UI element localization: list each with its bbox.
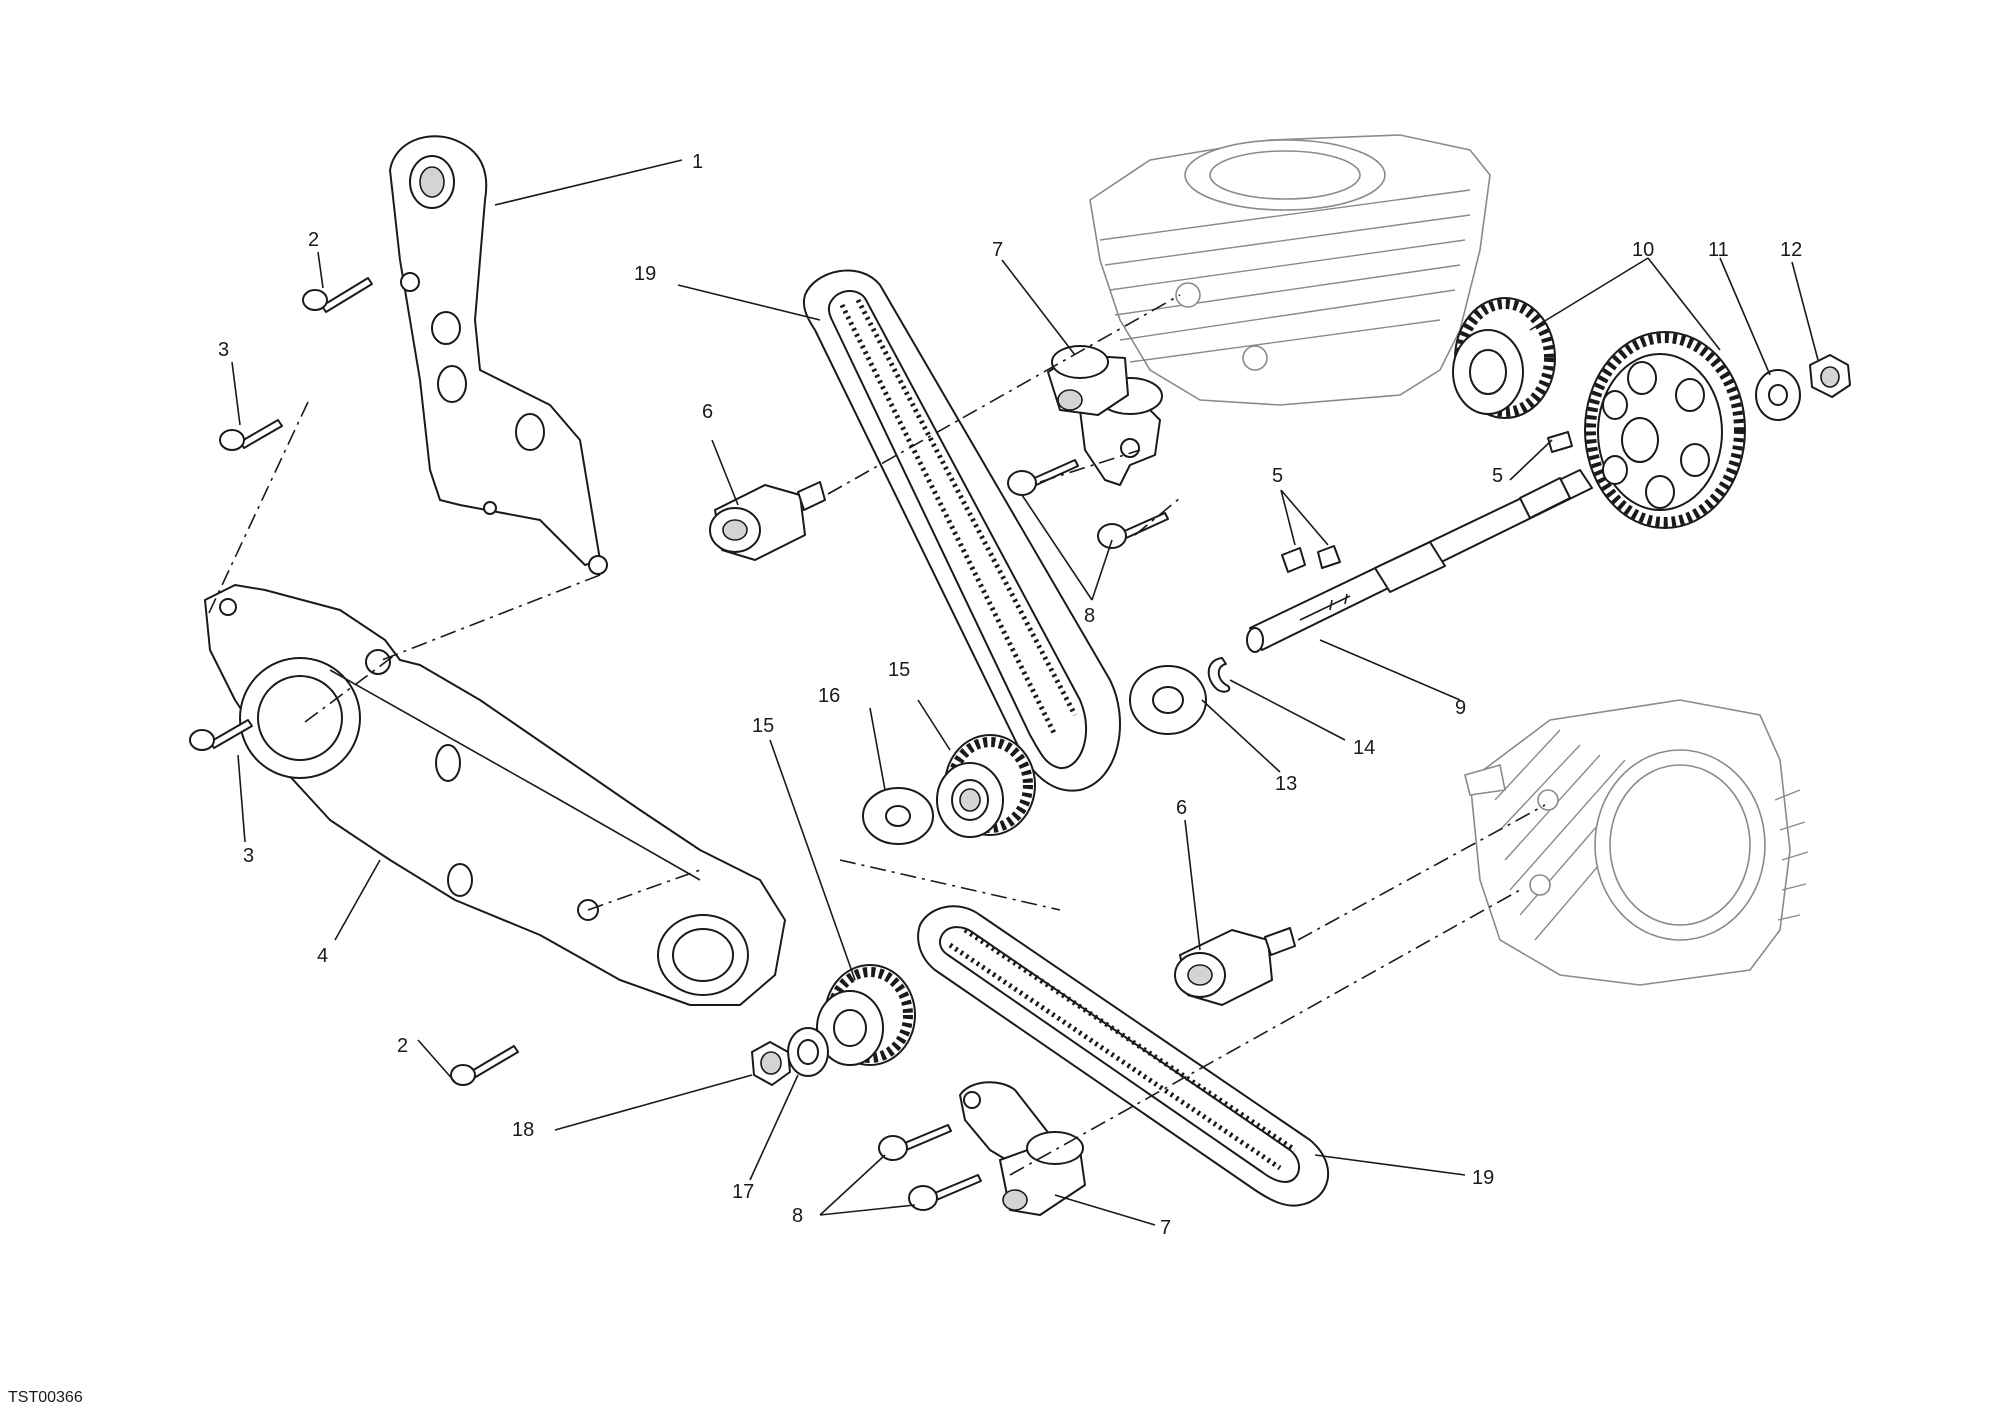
spacer-6-top <box>709 481 826 561</box>
screw-2-top <box>302 277 373 313</box>
washer-17 <box>787 1027 829 1077</box>
callout-7-bottom: 7 <box>1160 1217 1171 1239</box>
screw-8-top-a <box>1007 459 1079 496</box>
circlip-14 <box>1207 657 1231 693</box>
callout-5-right: 5 <box>1492 465 1503 487</box>
spacer-6-bottom <box>1174 927 1296 1006</box>
callout-3-bottom: 3 <box>243 845 254 867</box>
callout-7-top: 7 <box>992 239 1003 261</box>
leader-lines <box>231 159 1819 1226</box>
nut-18 <box>751 1041 791 1086</box>
spacer-13 <box>1129 665 1207 735</box>
callout-1: 1 <box>692 151 703 173</box>
pulley-15-bottom <box>816 964 916 1066</box>
screw-3-bottom <box>189 719 253 751</box>
gear-10-small <box>1452 297 1556 419</box>
callout-2-bottom: 2 <box>397 1035 408 1057</box>
screw-2-bottom <box>450 1045 519 1086</box>
screw-8-bottom-b <box>908 1174 982 1211</box>
screw-3-top <box>219 419 283 451</box>
callout-6-bottom: 6 <box>1176 797 1187 819</box>
callout-labels: 1 2 2 3 3 4 5 5 6 6 7 7 8 8 9 10 11 12 1… <box>218 151 1802 1239</box>
tensioner-top <box>1047 345 1163 486</box>
washer-11 <box>1755 369 1801 421</box>
front-cylinder-ghost <box>1464 699 1809 986</box>
camshaft-9 <box>1246 469 1593 653</box>
callout-16: 16 <box>818 685 840 707</box>
assembly-lines <box>207 294 1546 1176</box>
callout-9: 9 <box>1455 697 1466 719</box>
rear-cylinder-ghost <box>1089 134 1491 406</box>
callout-12: 12 <box>1780 239 1802 261</box>
callout-11: 11 <box>1708 239 1729 261</box>
washer-16 <box>862 787 934 845</box>
callout-5-left: 5 <box>1272 465 1283 487</box>
lower-belt-cover <box>204 584 786 1006</box>
callout-15-bottom: 15 <box>752 715 774 737</box>
timing-belt-upper <box>802 269 1121 792</box>
nut-12 <box>1809 354 1851 398</box>
keys-5 <box>1281 431 1573 573</box>
callout-4: 4 <box>317 945 328 967</box>
timing-belt-lower <box>917 905 1329 1207</box>
callout-2-top: 2 <box>308 229 319 251</box>
callout-10: 10 <box>1632 239 1654 261</box>
callout-13: 13 <box>1275 773 1297 795</box>
callout-3-top: 3 <box>218 339 229 361</box>
upper-belt-cover <box>389 135 608 575</box>
pulley-15-top <box>936 734 1036 838</box>
tensioner-bottom <box>959 1081 1086 1216</box>
screw-8-bottom-a <box>878 1124 952 1161</box>
callout-6-top: 6 <box>702 401 713 423</box>
callout-8-top: 8 <box>1084 605 1095 627</box>
drawing-code: TST00366 <box>8 1389 83 1406</box>
screw-8-top-b <box>1097 512 1169 549</box>
gear-10-large <box>1584 331 1746 529</box>
callout-18: 18 <box>512 1119 534 1141</box>
callout-19-bottom: 19 <box>1472 1167 1494 1189</box>
callout-8-bottom: 8 <box>792 1205 803 1227</box>
callout-19-top: 19 <box>634 263 656 285</box>
callout-17: 17 <box>732 1181 754 1203</box>
callout-15-top: 15 <box>888 659 910 681</box>
callout-14: 14 <box>1353 737 1375 759</box>
